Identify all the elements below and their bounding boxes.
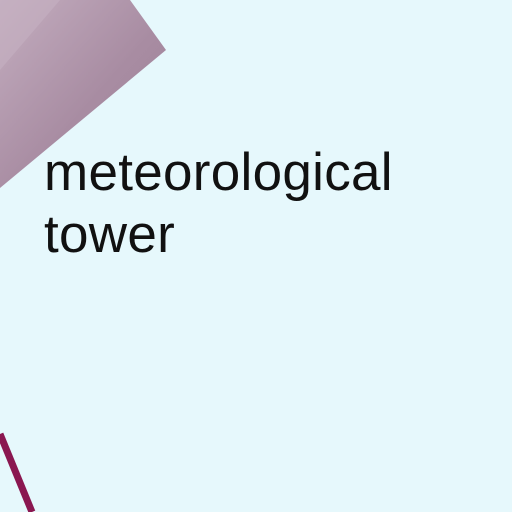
caption-text: meteorological tower bbox=[44, 142, 393, 266]
tilted-panel-highlight bbox=[0, 0, 60, 70]
caption-line-2: tower bbox=[44, 205, 176, 264]
accent-diagonal-line bbox=[0, 432, 36, 512]
tilted-panel-shape bbox=[0, 0, 166, 188]
caption-line-1: meteorological bbox=[44, 143, 393, 202]
